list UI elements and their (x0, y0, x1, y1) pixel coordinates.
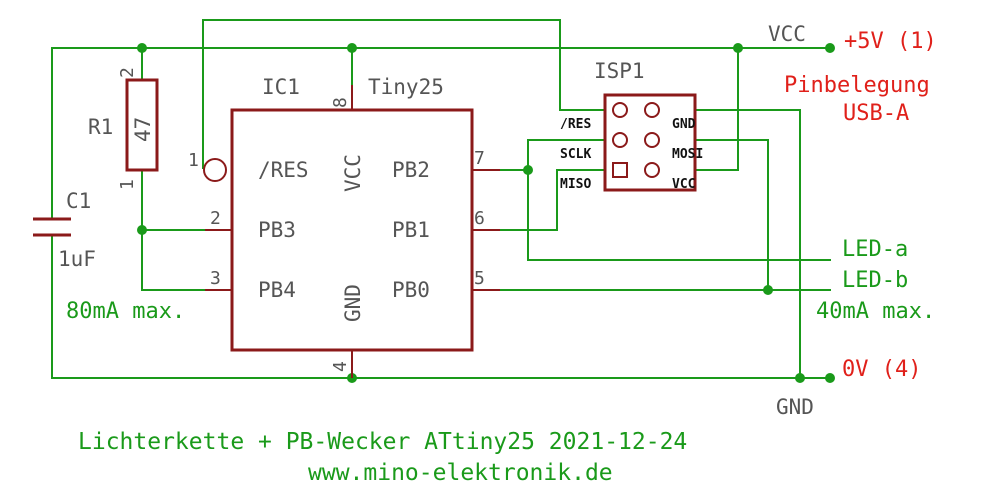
ic1-pin5-num: 5 (474, 268, 485, 289)
res-inversion-bubble (203, 158, 227, 182)
isp1-left-label-sclk: SCLK (560, 147, 591, 162)
wire-led-a (527, 169, 831, 261)
ic1-pin4-num: 4 (330, 361, 351, 372)
ic1-attiny25: IC1 Tiny25 /RES PB3 PB4 PB2 PB1 PB0 VCC … (188, 75, 500, 378)
junction-r1-top (137, 43, 147, 53)
wire-mosi (694, 139, 769, 291)
isp1-left-label-miso: MISO (560, 177, 591, 192)
wire-r1-bottom (141, 169, 206, 291)
current-40ma-label: 40mA max. (816, 299, 935, 324)
junction-isp-gnd (795, 373, 805, 383)
usb-a-label: USB-A (843, 101, 909, 126)
wire-isp-vcc (694, 47, 739, 171)
junction-ic-vcc (347, 43, 357, 53)
junction-led-b (763, 285, 773, 295)
r1-pin-bottom: 1 (117, 179, 138, 190)
ic1-pin1-num: 1 (188, 150, 199, 171)
wire-isp-gnd (694, 109, 801, 379)
net-vcc-label: VCC (768, 22, 806, 46)
resistor-r1: R1 47 2 1 (88, 67, 159, 190)
wires (51, 19, 831, 379)
ic1-pin6-num: 6 (474, 208, 485, 229)
ic1-pin7-label: PB2 (392, 158, 430, 182)
junction-gnd-terminal (825, 373, 835, 383)
wire-pb2 (499, 139, 606, 171)
ic1-pin2-label: PB3 (258, 218, 296, 242)
ic1-pin7-num: 7 (474, 148, 485, 169)
ic1-pin1-label: /RES (258, 158, 309, 182)
junction-isp-vcc (733, 43, 743, 53)
isp1-header: ISP1 /RES SCLK MISO GND MOSI VCC (560, 59, 703, 192)
net-labels: VCC +5V (1) Pinbelegung USB-A LED-a LED-… (66, 22, 937, 419)
ic1-pin2-num: 2 (210, 208, 221, 229)
isp1-left-label-res: /RES (560, 117, 591, 132)
isp1-right-label-mosi: MOSI (672, 147, 703, 162)
r1-name: R1 (88, 115, 113, 139)
net-led-b-label: LED-b (842, 268, 908, 293)
footer-title: Lichterkette + PB-Wecker ATtiny25 2021-1… (78, 429, 687, 455)
junctions (137, 43, 835, 383)
r1-value: 47 (131, 117, 155, 142)
capacitor-c1: C1 1uF (33, 189, 96, 271)
ic1-pin4-label: GND (341, 284, 365, 322)
ic1-pin8-num: 8 (330, 97, 351, 108)
current-80ma-label: 80mA max. (66, 299, 185, 324)
c1-name: C1 (66, 189, 91, 213)
isp1-right-label-vcc: VCC (672, 177, 695, 192)
junction-pb3 (137, 225, 147, 235)
net-led-a-label: LED-a (842, 237, 908, 262)
junction-vcc-terminal (825, 43, 835, 53)
isp1-right-label-gnd: GND (672, 117, 696, 132)
net-gnd-label: GND (776, 395, 814, 419)
r1-pin-top: 2 (117, 67, 138, 78)
ic1-pin6-label: PB1 (392, 218, 430, 242)
ic1-pin3-label: PB4 (258, 278, 296, 302)
isp1-name: ISP1 (594, 59, 645, 83)
junction-pb2 (523, 165, 533, 175)
c1-value: 1uF (58, 247, 96, 271)
ic1-pin5-label: PB0 (392, 278, 430, 302)
net-plus5v-label: +5V (1) (844, 29, 937, 54)
ic1-pin3-num: 3 (210, 268, 221, 289)
ic1-name: IC1 (262, 75, 300, 99)
wire-res (202, 19, 606, 169)
ic1-value: Tiny25 (368, 75, 444, 99)
footer-url: www.mino-elektronik.de (308, 460, 613, 486)
net-zero-v-label: 0V (4) (842, 357, 921, 382)
footer: Lichterkette + PB-Wecker ATtiny25 2021-1… (78, 429, 687, 486)
ic1-pin8-label: VCC (341, 154, 365, 192)
wire-pb1 (499, 169, 606, 231)
pinbelegung-label: Pinbelegung (784, 73, 930, 98)
